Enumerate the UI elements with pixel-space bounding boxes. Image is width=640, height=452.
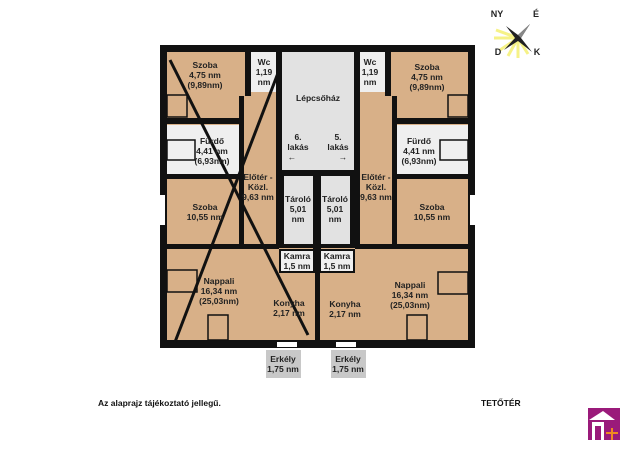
svg-text:Szoba: Szoba [192,60,217,70]
room-labels: Lépcsőház 6.lakás ← 5.lakás → Szoba4,75 … [187,57,451,374]
svg-text:16,34 nm: 16,34 nm [201,286,238,296]
svg-text:Fürdő: Fürdő [200,136,224,146]
svg-text:lakás: lakás [287,142,309,152]
storage-right [321,176,350,244]
svg-text:1,19: 1,19 [256,67,273,77]
svg-text:(6,93nm): (6,93nm) [402,156,437,166]
svg-text:4,75 nm: 4,75 nm [411,72,443,82]
storage-left [284,176,313,244]
svg-text:4,41 nm: 4,41 nm [403,146,435,156]
svg-text:1,5 nm: 1,5 nm [284,261,311,271]
svg-text:Tároló: Tároló [322,194,348,204]
cross-out-mark [168,59,310,343]
svg-text:É: É [533,9,539,19]
svg-text:5.: 5. [334,132,341,142]
svg-text:10,55 nm: 10,55 nm [414,212,451,222]
svg-text:Közl.: Közl. [366,182,386,192]
svg-text:9,63 nm: 9,63 nm [360,192,392,202]
svg-text:(9,89nm): (9,89nm) [410,82,445,92]
svg-text:Közl.: Közl. [248,182,268,192]
svg-text:Szoba: Szoba [192,202,217,212]
svg-text:5,01: 5,01 [290,204,307,214]
svg-text:Nappali: Nappali [395,280,426,290]
svg-text:Lépcsőház: Lépcsőház [296,93,340,103]
svg-text:1,75 nm: 1,75 nm [332,364,364,374]
balcony-left [266,350,301,378]
svg-text:1,75 nm: 1,75 nm [267,364,299,374]
svg-text:←: ← [288,152,297,162]
svg-text:(6,93nm): (6,93nm) [195,156,230,166]
svg-text:1,19: 1,19 [362,67,379,77]
svg-text:lakás: lakás [327,142,349,152]
svg-text:K: K [534,47,541,57]
svg-text:5,01: 5,01 [327,204,344,214]
svg-text:Előtér -: Előtér - [361,172,390,182]
svg-text:16,34 nm: 16,34 nm [392,290,429,300]
svg-text:Wc: Wc [258,57,271,67]
svg-text:nm: nm [329,214,342,224]
svg-text:Erkély: Erkély [335,354,361,364]
svg-text:NY: NY [491,9,504,19]
svg-text:2,17 nm: 2,17 nm [273,308,305,318]
svg-text:(9,89nm): (9,89nm) [188,80,223,90]
svg-text:2,17 nm: 2,17 nm [329,309,361,319]
svg-text:Erkély: Erkély [270,354,296,364]
svg-text:Konyha: Konyha [329,299,360,309]
svg-text:Szoba: Szoba [419,202,444,212]
floor-label: TETŐTÉR [481,398,521,408]
svg-text:4,41 nm: 4,41 nm [196,146,228,156]
svg-text:Konyha: Konyha [273,298,304,308]
balcony-right [331,350,366,378]
svg-text:9,63 nm: 9,63 nm [242,192,274,202]
svg-text:nm: nm [258,77,271,87]
logo [588,408,620,440]
svg-text:(25,03nm): (25,03nm) [199,296,239,306]
svg-text:10,55 nm: 10,55 nm [187,212,224,222]
svg-text:Fürdő: Fürdő [407,136,431,146]
svg-text:D: D [495,47,502,57]
disclaimer: Az alaprajz tájékoztató jellegű. [98,398,221,408]
svg-text:Előtér -: Előtér - [243,172,272,182]
svg-text:nm: nm [364,77,377,87]
svg-text:nm: nm [292,214,305,224]
svg-text:4,75 nm: 4,75 nm [189,70,221,80]
svg-text:Szoba: Szoba [414,62,439,72]
svg-text:(25,03nm): (25,03nm) [390,300,430,310]
svg-text:Kamra: Kamra [324,251,351,261]
stairwell [282,52,354,170]
compass-icon: NY É D K [491,9,541,58]
svg-text:→: → [339,152,348,162]
svg-text:1,5 nm: 1,5 nm [324,261,351,271]
svg-text:Tároló: Tároló [285,194,311,204]
svg-text:Nappali: Nappali [204,276,235,286]
svg-text:6.: 6. [294,132,301,142]
svg-text:Wc: Wc [364,57,377,67]
svg-text:Kamra: Kamra [284,251,311,261]
